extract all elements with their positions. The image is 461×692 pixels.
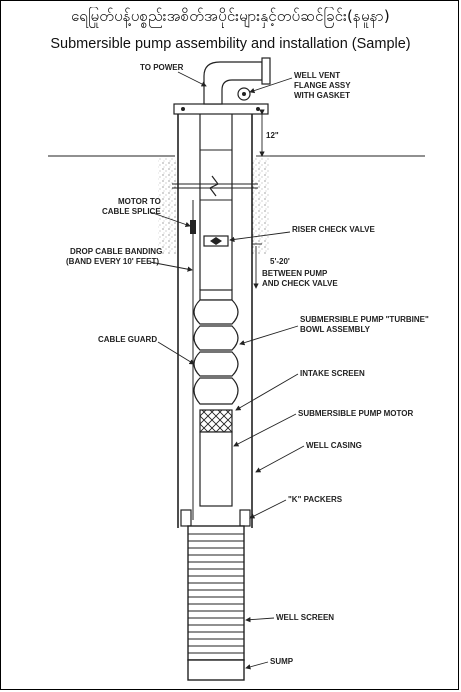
label-well-screen: WELL SCREEN — [276, 613, 334, 622]
label-to-power: TO POWER — [140, 63, 184, 72]
label-dim-12: 12" — [266, 131, 279, 140]
label-drop-cable-1: DROP CABLE BANDING — [70, 247, 162, 256]
pump-motor — [199, 431, 233, 507]
label-intake-screen: INTAKE SCREEN — [300, 369, 365, 378]
label-well-vent-1: WELL VENT — [294, 71, 340, 80]
soil-left — [158, 158, 176, 254]
label-k-packers: "K" PACKERS — [288, 495, 343, 504]
discharge-flange — [261, 57, 271, 85]
well-screen — [187, 525, 245, 661]
label-turbine-1: SUBMERSIBLE PUMP "TURBINE" — [300, 315, 429, 324]
soil-right — [252, 158, 270, 254]
k-packer-right — [239, 509, 251, 527]
label-between-2: AND CHECK VALVE — [262, 279, 338, 288]
well-screen-slots — [188, 533, 244, 654]
label-riser-check-valve: RISER CHECK VALVE — [292, 225, 375, 234]
label-between-1: BETWEEN PUMP — [262, 269, 328, 278]
intake-screen — [199, 409, 233, 433]
label-pump-motor: SUBMERSIBLE PUMP MOTOR — [298, 409, 413, 418]
label-well-casing: WELL CASING — [306, 441, 362, 450]
label-dim-5-20: 5'-20' — [270, 257, 290, 266]
label-drop-cable-2: (BAND EVERY 10' FEET) — [66, 257, 159, 266]
turbine-bowl-assembly — [193, 289, 239, 405]
label-motor-splice-2: CABLE SPLICE — [102, 207, 161, 216]
title-english: Submersible pump assembility and install… — [50, 36, 411, 52]
label-motor-splice-1: MOTOR TO — [118, 197, 161, 206]
well-vent-flange-plate — [173, 103, 269, 115]
label-cable-guard: CABLE GUARD — [98, 335, 157, 344]
sump — [187, 659, 245, 681]
label-well-vent-3: WITH GASKET — [294, 91, 350, 100]
label-well-vent-2: FLANGE ASSY — [294, 81, 351, 90]
label-turbine-2: BOWL ASSEMBLY — [300, 325, 371, 334]
discharge-elbow — [203, 61, 263, 105]
label-sump: SUMP — [270, 657, 294, 666]
break-mark — [172, 183, 258, 189]
leader-lines — [149, 71, 305, 670]
title-myanmar: ရေမြုတ်ပန့်ပစ္စည်းအစိတ်အပိုင်းများနှင့်တ… — [71, 7, 390, 25]
k-packer-left — [180, 509, 192, 527]
